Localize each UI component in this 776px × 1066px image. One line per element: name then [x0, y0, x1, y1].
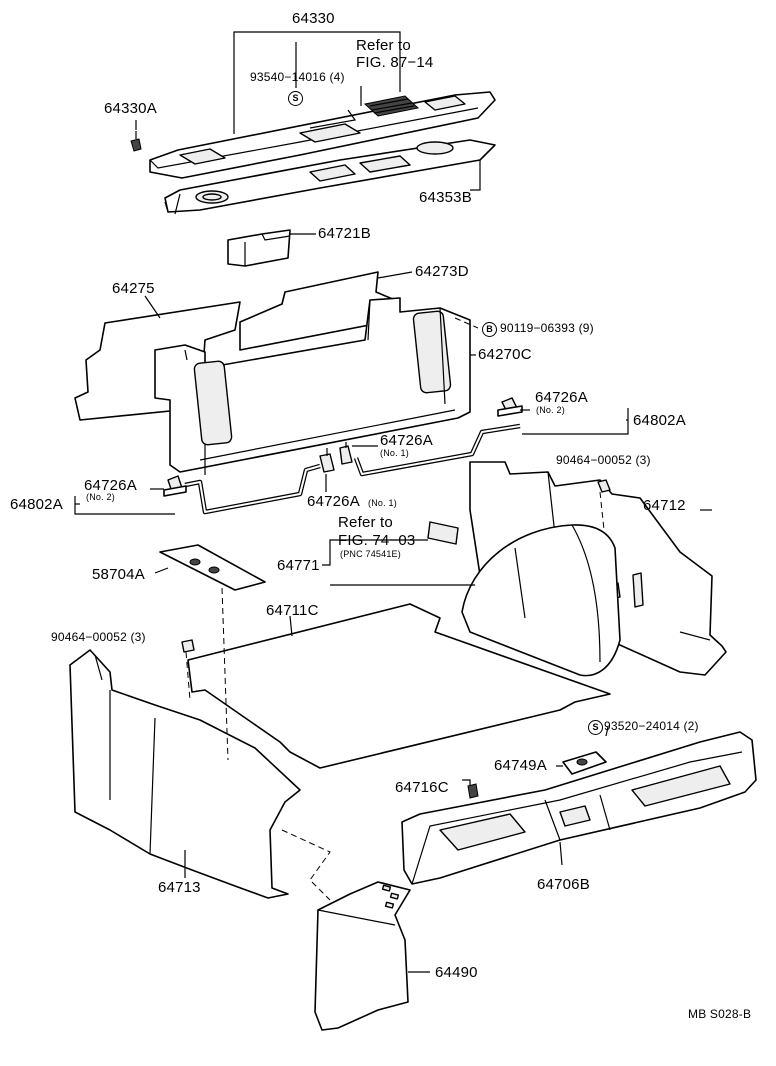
label-64721B: 64721B	[318, 225, 371, 242]
label-64713: 64713	[158, 879, 201, 896]
label-64726A-right: 64726A	[535, 389, 588, 406]
label-64726A-center: 64726A	[380, 432, 433, 449]
label-64802A-left: 64802A	[10, 496, 63, 513]
tray-lower-64353B	[164, 139, 496, 215]
clip-90464-right	[597, 479, 611, 493]
label-64270C: 64270C	[478, 346, 532, 363]
rod-64802A-left	[184, 463, 321, 515]
label-64490: 64490	[435, 964, 478, 981]
cover-64490	[314, 881, 411, 1031]
label-64273D: 64273D	[415, 263, 469, 280]
label-fig-74-03: FIG. 74−03	[338, 532, 416, 549]
trim-panel-64273D	[239, 271, 396, 351]
label-93520-24014: 93520−24014 (2)	[604, 719, 699, 733]
clip-90464-left	[181, 639, 195, 653]
b-badge-mid: B	[482, 322, 497, 337]
clip-64726A-no1-bottom	[319, 448, 335, 473]
label-90119-06393: 90119−06393 (9)	[500, 321, 594, 335]
rod-64802A-right	[353, 423, 521, 477]
label-refer-to-1: Refer to	[356, 37, 411, 54]
label-90464-00052-left: 90464−00052 (3)	[51, 630, 146, 644]
label-64712: 64712	[643, 497, 686, 514]
label-no2-right: (No. 2)	[536, 405, 565, 415]
label-64726A-left: 64726A	[84, 477, 137, 494]
floor-mat-64711C	[187, 603, 611, 769]
clip-64716C	[467, 783, 479, 799]
label-no1-bottom: (No. 1)	[368, 498, 397, 508]
label-64330A: 64330A	[104, 100, 157, 117]
label-90464-00052-right: 90464−00052 (3)	[556, 453, 651, 467]
bracket-64721B	[227, 229, 291, 267]
clip-64330A	[130, 131, 142, 152]
label-64275: 64275	[112, 280, 155, 297]
label-fig-87-14: FIG. 87−14	[356, 54, 434, 71]
label-64802A-right: 64802A	[633, 412, 686, 429]
label-64706B: 64706B	[537, 876, 590, 893]
rear-trim-64706B	[401, 731, 757, 885]
label-no1-center: (No. 1)	[380, 448, 409, 458]
bracket-64749A	[562, 751, 607, 775]
back-panel-64270C	[154, 297, 471, 475]
leader-lines	[74, 31, 712, 973]
plate-58704A	[159, 544, 266, 591]
label-64749A: 64749A	[494, 757, 547, 774]
clip-64726A-no2-right	[497, 397, 523, 417]
clip-64726A-no1-center	[339, 442, 353, 465]
label-64726A-bottom: 64726A	[307, 493, 360, 510]
label-no2-left: (No. 2)	[86, 492, 115, 502]
label-refer-to-2: Refer to	[338, 514, 393, 531]
label-64711C: 64711C	[266, 602, 319, 619]
label-64353B: 64353B	[419, 189, 472, 206]
label-64716C: 64716C	[395, 779, 449, 796]
package-tray-64330	[149, 91, 496, 179]
label-pnc-74541E: (PNC 74541E)	[340, 549, 401, 559]
clip-64726A-no2-left	[163, 475, 187, 497]
diagram-code: MB S028-B	[688, 1007, 752, 1021]
s-badge-top: S	[288, 91, 303, 106]
label-64330: 64330	[292, 10, 335, 27]
side-trim-64713	[69, 649, 301, 899]
wheelhouse-cover-64771	[427, 521, 621, 677]
s-badge-right: S	[588, 720, 603, 735]
label-58704A: 58704A	[92, 566, 145, 583]
label-93540-14016: 93540−14016 (4)	[250, 70, 345, 84]
label-64771: 64771	[277, 557, 320, 574]
